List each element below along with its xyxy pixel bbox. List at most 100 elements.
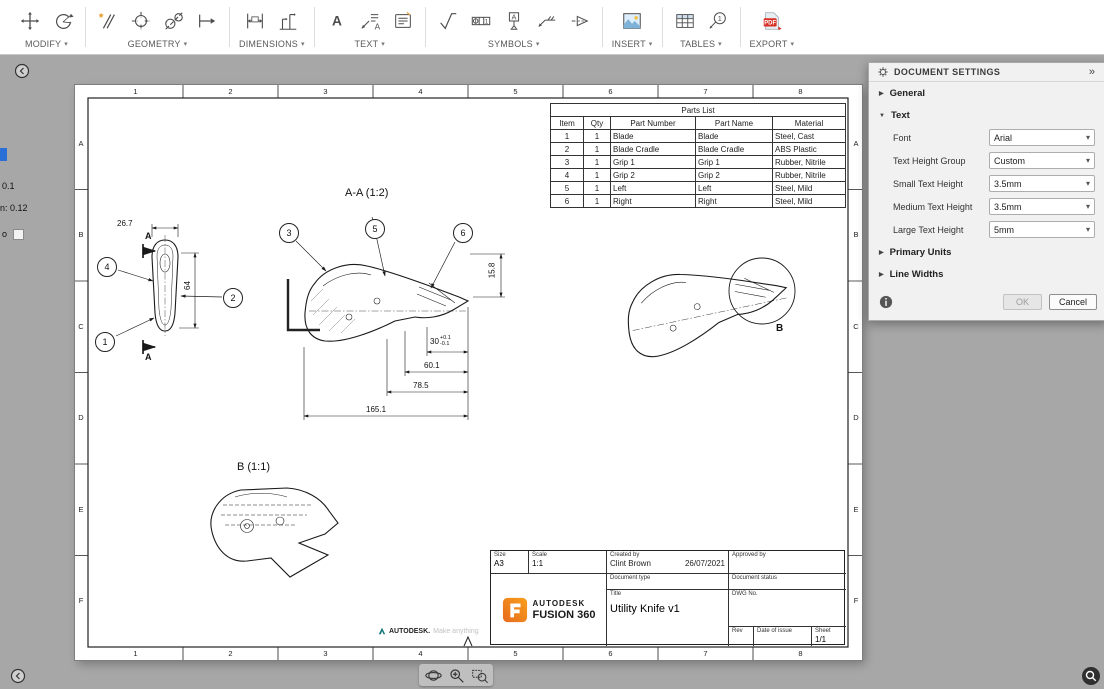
section-marker-bottom[interactable]: A — [145, 352, 152, 362]
dimension-165-1[interactable]: 165.1 — [366, 405, 387, 414]
collapse-bottom-panel-button[interactable] — [10, 668, 26, 684]
section-line-widths-label: Line Widths — [889, 269, 944, 280]
weld-symbol-button[interactable] — [534, 8, 560, 34]
dimension-60-1[interactable]: 60.1 — [424, 361, 440, 370]
balloon-3[interactable]: 3 — [279, 223, 299, 243]
section-marker-top[interactable]: A — [145, 231, 152, 241]
insert-menu[interactable]: INSERT▾ — [612, 39, 653, 49]
field-select[interactable]: Arial▾ — [989, 129, 1095, 146]
watermark-brand: AUTODESK. — [389, 627, 431, 635]
cropped-checkbox[interactable] — [13, 229, 24, 240]
toolbar-separator — [313, 7, 315, 47]
detail-circle-label[interactable]: B — [776, 323, 784, 334]
toolbar-group-text: A A TEXT▾ — [317, 0, 423, 54]
title-block-title-cell: Title Utility Knife v1 — [606, 589, 728, 646]
select-value: 5mm — [994, 224, 1014, 235]
svg-text:1: 1 — [484, 19, 488, 26]
title-block[interactable]: Size A3 Scale 1:1 Created by Clint Brown… — [490, 550, 846, 646]
balloon-6[interactable]: 6 — [453, 223, 473, 243]
parts-cell: Right — [695, 194, 773, 208]
insert-image-button[interactable] — [619, 8, 645, 34]
parts-cell: 1 — [550, 129, 584, 143]
detail-view-label[interactable]: B (1:1) — [237, 461, 271, 473]
dwg-no-label: DWG No. — [732, 591, 758, 597]
insert-menu-label: INSERT — [611, 39, 646, 49]
centerline-icon — [165, 12, 183, 30]
section-text[interactable]: ▼Text — [869, 104, 1104, 126]
ruler-col-label: 1 — [133, 87, 138, 96]
dimension-15-8[interactable]: 15.8 — [487, 262, 497, 279]
dimensions-menu[interactable]: DIMENSIONS▾ — [239, 39, 305, 49]
move-tool-button[interactable] — [17, 8, 43, 34]
tables-menu[interactable]: TABLES▾ — [680, 39, 722, 49]
sketch-line-button[interactable] — [95, 8, 121, 34]
ordinate-dimension-button[interactable] — [275, 8, 301, 34]
section-primary-units[interactable]: ▶Primary Units — [869, 241, 1104, 263]
parts-cell: Left — [695, 181, 773, 195]
balloon-button[interactable]: 1 — [705, 8, 731, 34]
dimension-78-5[interactable]: 78.5 — [413, 381, 429, 390]
center-mark-button[interactable] — [128, 8, 154, 34]
geometry-menu[interactable]: GEOMETRY▾ — [128, 39, 188, 49]
dimension-26-7[interactable]: 26.7 — [117, 219, 133, 228]
linear-dimension-button[interactable] — [242, 8, 268, 34]
symbols-menu[interactable]: SYMBOLS▾ — [488, 39, 540, 49]
weld-symbol-icon — [538, 16, 555, 27]
note-button[interactable] — [390, 8, 416, 34]
table-button[interactable] — [672, 8, 698, 34]
svg-text:PDF: PDF — [764, 20, 776, 26]
rotate-tool-button[interactable] — [50, 8, 76, 34]
section-general[interactable]: ▶General — [869, 82, 1104, 104]
centerline-button[interactable] — [161, 8, 187, 34]
field-select[interactable]: 5mm▾ — [989, 221, 1095, 238]
field-select[interactable]: Custom▾ — [989, 152, 1095, 169]
field-label: Font — [893, 132, 912, 143]
toolbar-group-dimensions: DIMENSIONS▾ — [232, 0, 312, 54]
collapse-panel-icon[interactable]: » — [1088, 66, 1095, 78]
cancel-button[interactable]: Cancel — [1048, 294, 1097, 310]
info-icon[interactable] — [879, 295, 893, 309]
surface-texture-button[interactable] — [435, 8, 461, 34]
title-block-size-cell: Size A3 — [491, 551, 528, 573]
title-block-docstatus-cell: Document status — [728, 573, 846, 589]
zoom-button[interactable] — [446, 665, 466, 685]
export-pdf-button[interactable]: PDF — [759, 8, 785, 34]
created-by-label: Created by — [610, 552, 640, 558]
toolbar-group-tables: 1 TABLES▾ — [665, 0, 738, 54]
balloon-4[interactable]: 4 — [97, 257, 117, 277]
section-view-label[interactable]: A-A (1:2) — [345, 187, 389, 199]
parts-cell: Grip 1 — [610, 155, 696, 169]
field-label: Large Text Height — [893, 224, 964, 235]
zoom-window-button[interactable] — [469, 665, 489, 685]
balloon-1[interactable]: 1 — [95, 332, 115, 352]
dimension-30-tolerance[interactable]: 30 +0.1 -0.1 — [430, 335, 451, 347]
export-menu[interactable]: EXPORT▾ — [750, 39, 795, 49]
edge-extension-button[interactable] — [194, 8, 220, 34]
collapse-left-panel-button[interactable] — [14, 63, 30, 79]
taper-symbol-button[interactable] — [567, 8, 593, 34]
orbit-button[interactable] — [423, 665, 443, 685]
assistant-button[interactable] — [1081, 666, 1101, 686]
text-button[interactable]: A — [324, 8, 350, 34]
dimension-64[interactable]: 64 — [182, 281, 192, 290]
document-settings-header[interactable]: DOCUMENT SETTINGS » — [869, 63, 1104, 82]
field-select[interactable]: 3.5mm▾ — [989, 175, 1095, 192]
text-menu[interactable]: TEXT▾ — [354, 39, 385, 49]
created-date: 26/07/2021 — [684, 559, 725, 568]
section-line-widths[interactable]: ▶Line Widths — [869, 263, 1104, 285]
leader-text-button[interactable]: A — [357, 8, 383, 34]
balloon-2[interactable]: 2 — [223, 288, 243, 308]
field-select[interactable]: 3.5mm▾ — [989, 198, 1095, 215]
ok-button[interactable]: OK — [1002, 294, 1042, 310]
modify-menu[interactable]: MODIFY▾ — [25, 39, 68, 49]
balloon-5[interactable]: 5 — [365, 219, 385, 239]
datum-identifier-button[interactable]: A — [501, 8, 527, 34]
feature-control-frame-button[interactable]: 1 — [468, 8, 494, 34]
